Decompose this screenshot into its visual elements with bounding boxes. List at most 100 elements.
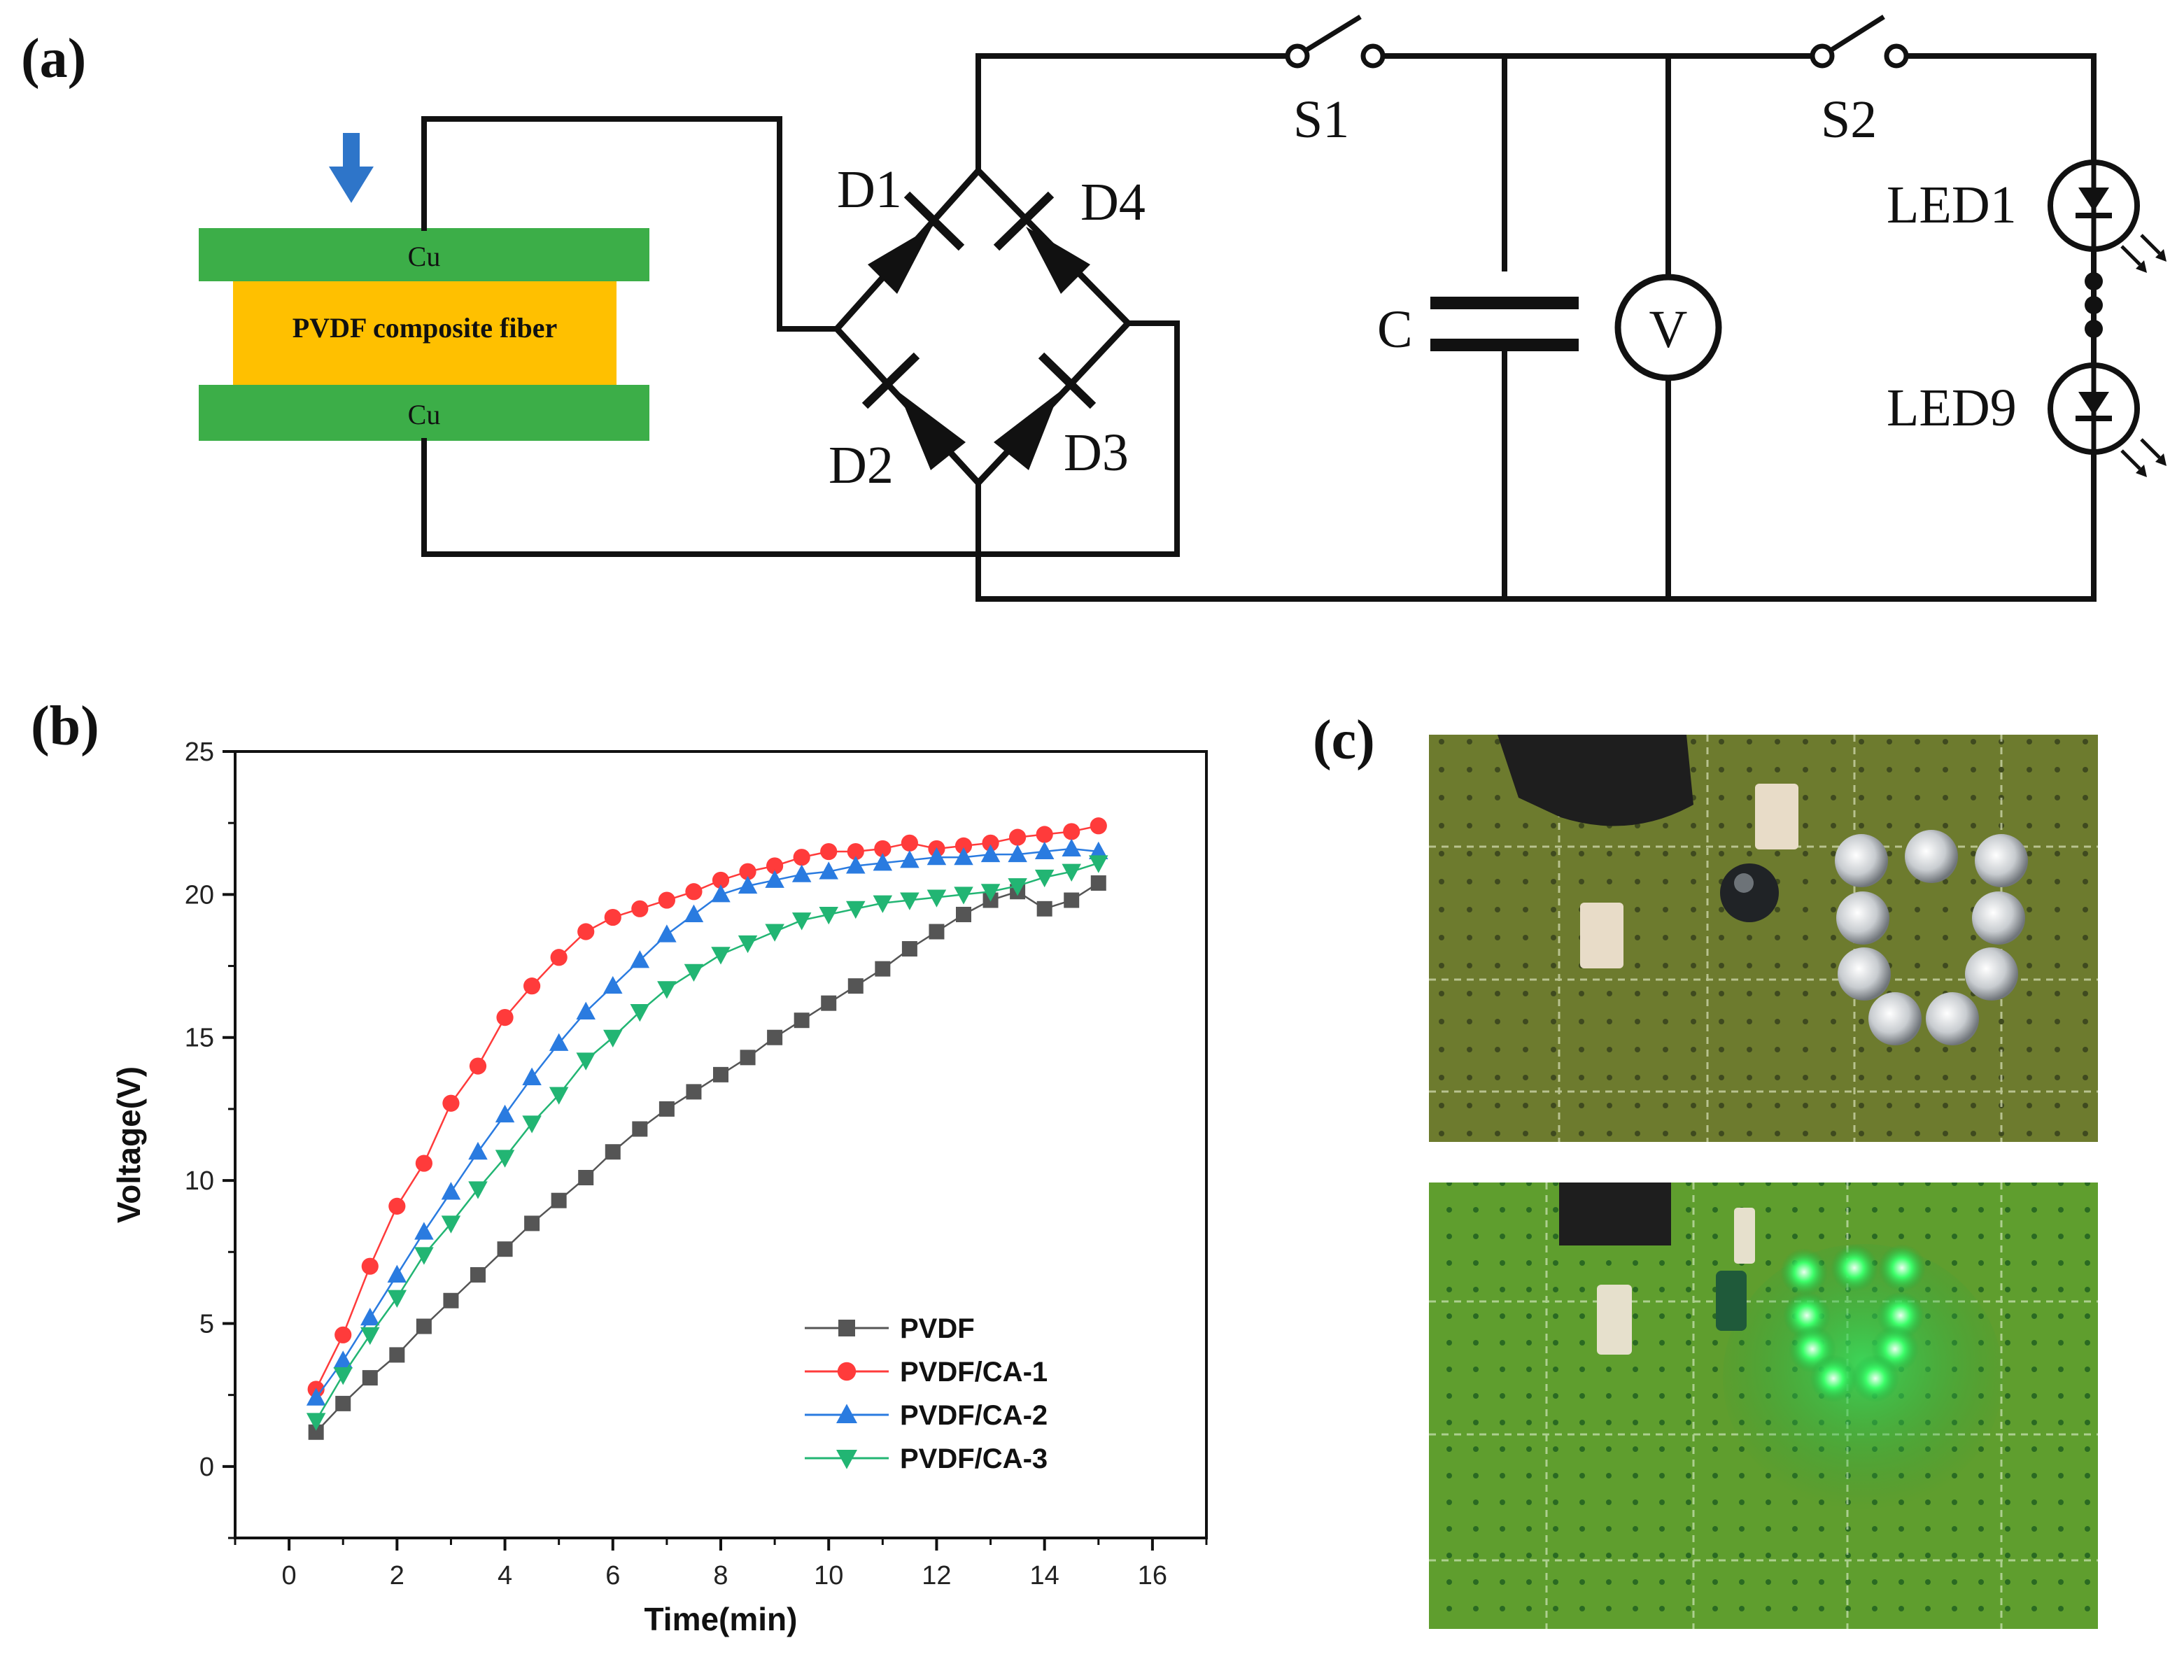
- d2-label: D2: [829, 436, 894, 495]
- data-point-pvdf-ca-1: [793, 849, 810, 866]
- c-label: C: [1377, 300, 1413, 359]
- data-point-pvdf: [875, 961, 891, 977]
- data-point-pvdf-ca-2: [738, 875, 758, 894]
- data-point-pvdf-ca-2: [1034, 841, 1055, 860]
- data-point-pvdf-ca-1: [685, 883, 703, 901]
- data-point-pvdf-ca-2: [873, 853, 893, 871]
- data-point-pvdf-ca-3: [1008, 878, 1027, 896]
- data-point-pvdf-ca-3: [954, 887, 973, 905]
- data-point-pvdf-ca-3: [306, 1413, 326, 1431]
- switch-block-3: [1734, 1208, 1755, 1264]
- circuit-wires: [421, 53, 2097, 602]
- data-point-pvdf-ca-1: [334, 1326, 352, 1343]
- legend-label-pvdf: PVDF: [900, 1313, 975, 1344]
- data-point-pvdf-ca-1: [739, 863, 756, 880]
- d1-label: D1: [837, 160, 902, 219]
- data-point-pvdf-ca-3: [1062, 863, 1081, 882]
- fiber-label: PVDF composite fiber: [293, 312, 557, 344]
- data-point-pvdf-ca-2: [1062, 838, 1081, 856]
- data-point-pvdf-ca-3: [1089, 855, 1108, 873]
- data-point-pvdf-ca-1: [820, 842, 838, 861]
- data-point-pvdf-ca-1: [1063, 823, 1080, 840]
- data-point-pvdf: [956, 906, 971, 922]
- data-point-pvdf: [389, 1347, 405, 1363]
- series-pvdf-ca-2: [306, 838, 1108, 1406]
- y-tick-label: 15: [185, 1024, 214, 1053]
- legend-marker-pvdf-ca-3: [836, 1450, 857, 1469]
- data-point-pvdf-ca-1: [1009, 828, 1027, 846]
- data-point-pvdf-ca-2: [684, 904, 704, 922]
- legend-label-pvdf-ca-1: PVDF/CA-1: [900, 1357, 1048, 1388]
- data-point-pvdf-ca-3: [980, 884, 1001, 902]
- data-point-pvdf-ca-2: [711, 884, 731, 903]
- data-point-pvdf-ca-3: [414, 1247, 434, 1265]
- data-point-pvdf-ca-3: [657, 981, 677, 999]
- plot-frame: [234, 750, 1208, 1539]
- data-point-pvdf-ca-2: [954, 847, 973, 866]
- d4-label: D4: [1080, 173, 1146, 232]
- data-point-pvdf: [1036, 901, 1052, 917]
- data-point-pvdf: [632, 1121, 648, 1137]
- data-point-pvdf: [686, 1084, 702, 1100]
- data-point-pvdf-ca-3: [468, 1181, 488, 1199]
- data-point-pvdf-ca-3: [738, 935, 758, 954]
- data-point-pvdf: [362, 1370, 378, 1386]
- data-point-pvdf: [1090, 875, 1106, 891]
- x-tick-label: 0: [282, 1561, 297, 1590]
- data-point-pvdf-ca-1: [1090, 817, 1107, 835]
- x-axis-title: Time(min): [644, 1601, 798, 1637]
- data-point-pvdf-ca-3: [711, 947, 731, 965]
- data-point-pvdf: [443, 1292, 459, 1308]
- legend-label-pvdf-ca-3: PVDF/CA-3: [900, 1443, 1048, 1474]
- series-pvdf: [308, 875, 1106, 1440]
- switch-s2: [1810, 15, 1909, 69]
- data-point-pvdf: [551, 1192, 567, 1208]
- led9-icon: [2048, 362, 2167, 477]
- led1-label: LED1: [1887, 176, 2017, 234]
- data-point-pvdf: [767, 1029, 783, 1045]
- data-point-pvdf-ca-3: [549, 1087, 569, 1105]
- x-tick-label: 8: [713, 1561, 728, 1590]
- data-point-pvdf: [821, 995, 837, 1011]
- x-tick-label: 2: [390, 1561, 404, 1590]
- panel-a-label: (a): [21, 28, 86, 90]
- data-point-pvdf-ca-3: [522, 1115, 542, 1134]
- data-point-pvdf-ca-3: [360, 1327, 380, 1346]
- led9-label: LED9: [1887, 379, 2017, 437]
- data-point-pvdf-ca-1: [469, 1057, 487, 1075]
- data-point-pvdf-ca-3: [819, 906, 838, 925]
- x-tick-label: 14: [1030, 1561, 1059, 1590]
- data-point-pvdf-ca-1: [954, 837, 973, 854]
- press-arrow-icon: [329, 133, 374, 203]
- x-tick-label: 10: [814, 1561, 843, 1590]
- series-group: [306, 817, 1108, 1440]
- data-point-pvdf: [308, 1424, 324, 1440]
- capacitor-photo-2: [1716, 1271, 1747, 1331]
- data-point-pvdf-ca-2: [441, 1182, 461, 1200]
- panel-a: (a) Cu PVDF composite fiber Cu: [21, 15, 2167, 602]
- cu-top-label: Cu: [408, 241, 441, 272]
- cu-bottom-label: Cu: [408, 399, 441, 430]
- data-point-pvdf-ca-3: [576, 1052, 596, 1071]
- data-point-pvdf-ca-2: [522, 1067, 542, 1085]
- cu-electrode-bottom: [199, 385, 649, 441]
- capacitor-photo: [1720, 863, 1779, 922]
- data-point-pvdf: [524, 1215, 540, 1231]
- led-array-on: [1780, 1244, 1926, 1402]
- data-point-pvdf: [416, 1318, 432, 1334]
- v-label: V: [1649, 300, 1688, 359]
- data-point-pvdf-ca-1: [658, 891, 675, 909]
- fiber-layer: [233, 281, 617, 385]
- data-point-pvdf: [901, 941, 917, 957]
- legend-marker-pvdf: [838, 1320, 855, 1336]
- data-point-pvdf-ca-3: [873, 895, 893, 913]
- data-point-pvdf-ca-1: [901, 834, 918, 852]
- data-point-pvdf: [847, 978, 864, 994]
- x-tick-label: 12: [922, 1561, 951, 1590]
- data-point-pvdf: [929, 924, 945, 940]
- legend-marker-pvdf-ca-2: [836, 1404, 857, 1423]
- data-point-pvdf-ca-3: [765, 924, 784, 942]
